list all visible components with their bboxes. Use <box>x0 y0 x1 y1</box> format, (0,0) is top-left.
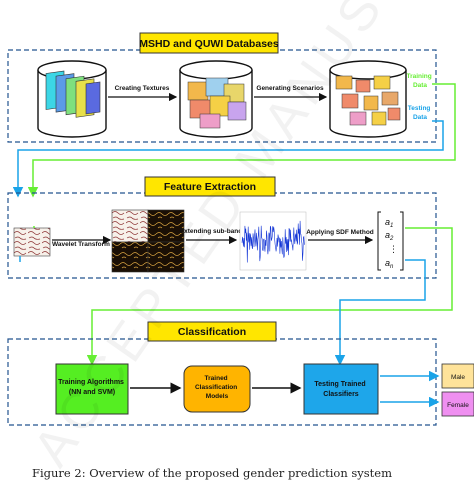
classification-section-border <box>7 338 437 426</box>
classification-title-box <box>147 321 277 342</box>
databases-title: MSHD and QUWI Databases <box>139 38 279 50</box>
vector-dots: ⋮ <box>389 244 398 254</box>
texture-sample-image <box>13 227 51 257</box>
database-cylinder-2 <box>179 60 253 138</box>
databases-title-box <box>139 32 279 54</box>
training-data-label: Training Data <box>406 73 433 89</box>
databases-section-border <box>7 49 437 143</box>
testing-flow-arrow-3 <box>334 259 426 366</box>
testing-label-line2: Data <box>413 114 427 121</box>
extending-subband-label: Extending sub-band <box>180 228 243 235</box>
training-algorithms-box <box>55 363 129 415</box>
applying-sdf-label: Applying SDF Method <box>306 229 374 236</box>
testing-classifiers-label: Testing Trained Classifiers <box>314 381 367 398</box>
training-label-line1: Training <box>406 73 431 80</box>
texture-images <box>187 77 247 129</box>
handwriting-images <box>45 70 101 118</box>
trained-models-label: Trained Classification Models <box>195 375 239 400</box>
testing-classifiers-box <box>303 363 379 415</box>
classification-title: Classification <box>178 326 246 338</box>
feature-vector: a1 a2 ⋮ an <box>377 211 404 271</box>
vector-an: an <box>385 258 394 270</box>
figure-caption: Figure 2: Overview of the proposed gende… <box>32 466 393 480</box>
testing-label-line1: Testing <box>408 105 431 112</box>
vector-a1: a1 <box>385 217 393 229</box>
testing-data-label: Testing Data <box>408 105 432 121</box>
wavelet-transform-label: Wavelet Transform <box>52 241 110 248</box>
trained-models-box <box>183 365 251 413</box>
database-cylinder-1 <box>37 60 107 138</box>
signal-plot <box>239 211 307 271</box>
male-output-box <box>441 363 474 389</box>
wavelet-subbands <box>111 209 185 273</box>
testing-flow-arrow-1 <box>12 120 444 198</box>
feature-title: Feature Extraction <box>164 181 256 193</box>
vector-a2: a2 <box>385 230 394 242</box>
training-algorithms-label: Training Algorithms (NN and SVM) <box>58 379 126 396</box>
training-flow-arrow-3 <box>86 227 453 366</box>
database-cylinder-3 <box>329 60 407 138</box>
female-label: Female <box>447 402 469 409</box>
training-flow-arrow-1 <box>27 83 456 198</box>
training-label-line2: Data <box>413 82 427 89</box>
male-label: Male <box>451 374 465 381</box>
creating-textures-label: Creating Textures <box>115 85 170 92</box>
feature-title-box <box>144 176 276 197</box>
female-output-box <box>441 391 474 417</box>
scenario-images <box>335 75 401 126</box>
generating-scenarios-label: Generating Scenarios <box>256 85 324 92</box>
